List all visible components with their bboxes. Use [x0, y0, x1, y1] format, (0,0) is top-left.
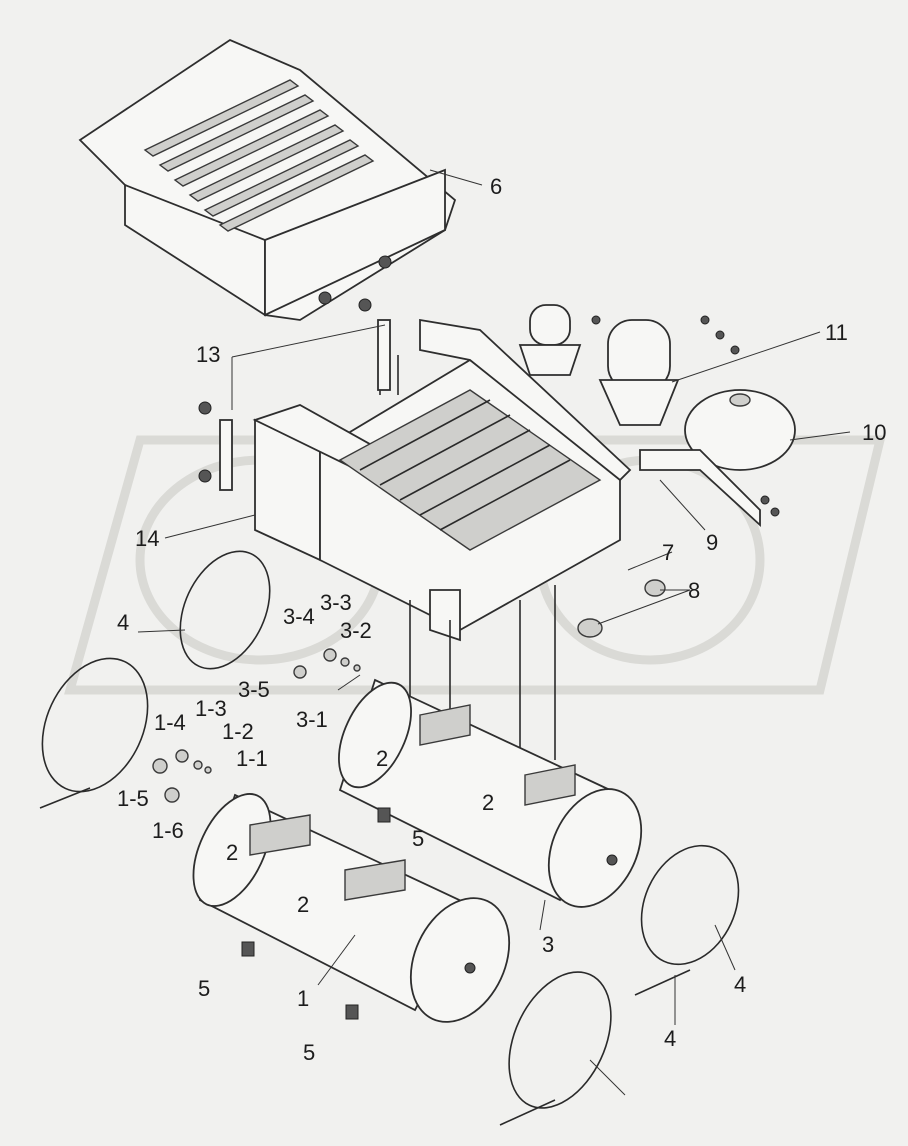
callout-13: 13 — [196, 342, 220, 367]
callout-2-a: 2 — [376, 746, 388, 771]
callout-6: 6 — [490, 174, 502, 199]
callout-11: 11 — [825, 320, 848, 345]
callouts: 6 13 11 10 14 9 7 8 4 3-4 3-3 3-2 3-5 3-… — [117, 174, 886, 1065]
callout-3-3: 3-3 — [320, 590, 352, 615]
callout-3-2: 3-2 — [340, 618, 372, 643]
callout-3-4: 3-4 — [283, 604, 315, 629]
callout-7: 7 — [662, 540, 674, 565]
u-bolt-13 — [198, 298, 391, 491]
bracket-9 — [639, 449, 780, 528]
callout-1-5: 1-5 — [117, 786, 149, 811]
leader-lines — [137, 169, 851, 1096]
callout-5-b: 5 — [198, 976, 210, 1001]
callout-4-bottom: 4 — [664, 1026, 676, 1051]
callout-4-right: 4 — [734, 972, 746, 997]
callout-3-5: 3-5 — [238, 677, 270, 702]
strap-4-upper — [179, 550, 271, 670]
strap-4-left — [39, 657, 149, 809]
callout-8: 8 — [688, 578, 700, 603]
callout-4-upper: 4 — [117, 610, 129, 635]
callout-5-c: 5 — [303, 1040, 315, 1065]
cover-ribs — [143, 79, 375, 232]
callout-1-1: 1-1 — [236, 746, 268, 771]
top-cover — [78, 38, 457, 321]
callout-1-2: 1-2 — [222, 719, 254, 744]
callout-2-d: 2 — [297, 892, 309, 917]
callout-10: 10 — [862, 420, 886, 445]
mounting-frame — [252, 318, 632, 780]
callout-2-c: 2 — [226, 840, 238, 865]
callout-1-3: 1-3 — [195, 696, 227, 721]
reservoir-10 — [684, 389, 796, 471]
callout-1-4: 1-4 — [154, 710, 186, 735]
callout-5-a: 5 — [412, 826, 424, 851]
air-dryer-11 — [518, 304, 740, 426]
callout-3: 3 — [542, 932, 554, 957]
saddles-2 — [249, 704, 576, 901]
strap-4-bottom — [499, 971, 612, 1126]
valve-8 — [577, 579, 666, 638]
strap-4-right — [634, 844, 740, 996]
fittings — [152, 648, 361, 803]
drain-plugs-5 — [241, 807, 391, 1020]
callout-14: 14 — [135, 526, 159, 551]
callout-1: 1 — [297, 986, 309, 1011]
callout-9: 9 — [706, 530, 718, 555]
callout-2-b: 2 — [482, 790, 494, 815]
tank-3 — [338, 678, 643, 908]
callout-1-6: 1-6 — [152, 818, 184, 843]
callout-3-1: 3-1 — [296, 707, 328, 732]
